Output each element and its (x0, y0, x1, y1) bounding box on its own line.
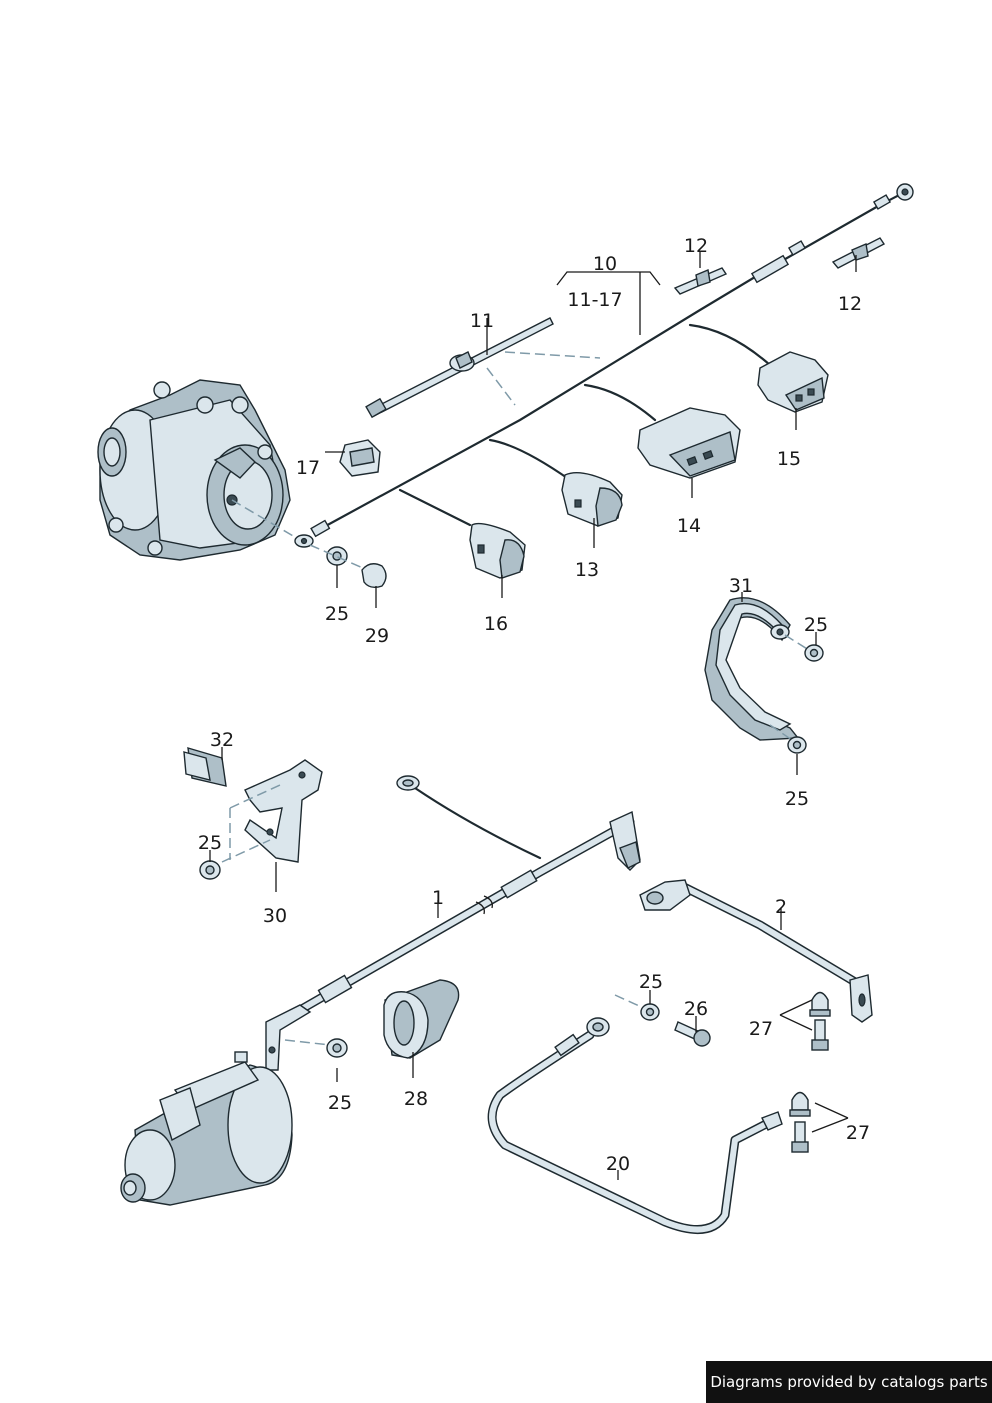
housing-32 (183, 747, 227, 787)
wiring-harness-10 (294, 183, 914, 548)
callout-31: 31 (729, 575, 753, 597)
callout-labels: 10 11-17 11 12 12 13 14 15 16 17 25 29 3… (198, 235, 870, 1175)
nut-25-c (787, 736, 807, 754)
callout-10-range: 11-17 (567, 289, 622, 311)
bracket-30 (244, 759, 323, 863)
starter-motor (120, 1051, 293, 1206)
boot-28 (383, 979, 460, 1059)
clip-12-right (831, 237, 886, 269)
nut-25-b (804, 644, 824, 662)
callout-27-upper: 27 (749, 1018, 773, 1040)
callout-15: 15 (777, 448, 801, 470)
callout-25-battery: 25 (639, 971, 663, 993)
nut-25-a (326, 546, 348, 566)
ground-strap-20 (487, 1017, 783, 1235)
cable-tie-11 (365, 317, 554, 419)
callout-30: 30 (263, 905, 287, 927)
clip-12-left (673, 267, 728, 295)
callout-28: 28 (404, 1088, 428, 1110)
connector-13 (561, 472, 623, 527)
callout-25-bracket-bottom: 25 (785, 788, 809, 810)
callout-20: 20 (606, 1153, 630, 1175)
holder-17 (339, 439, 381, 477)
cap-nut-29 (361, 563, 387, 589)
callout-12-left: 12 (684, 235, 708, 257)
callout-26: 26 (684, 998, 708, 1020)
bolt-26 (674, 1021, 711, 1047)
callout-32: 32 (210, 729, 234, 751)
bolt-27-a (809, 991, 831, 1051)
connector-16 (469, 522, 526, 579)
callout-13: 13 (575, 559, 599, 581)
nut-25-f (640, 1003, 660, 1021)
callout-25-bracket-30: 25 (198, 832, 222, 854)
callout-12-right: 12 (838, 293, 862, 315)
footer-credit: Diagrams provided by catalogs parts (706, 1361, 992, 1403)
callout-10: 10 (593, 253, 617, 275)
callout-25-starter: 25 (328, 1092, 352, 1114)
callout-25-alternator: 25 (325, 603, 349, 625)
connector-15 (757, 351, 829, 413)
callout-11: 11 (470, 310, 494, 332)
bracket-31 (704, 597, 800, 741)
callout-17: 17 (296, 457, 320, 479)
callout-1: 1 (432, 887, 444, 909)
nut-25-d (199, 860, 221, 880)
callout-25-bracket-top: 25 (804, 614, 828, 636)
wiring-harness-1 (265, 775, 641, 1071)
callout-27-lower: 27 (846, 1122, 870, 1144)
nut-25-e (326, 1038, 348, 1058)
alternator (97, 379, 291, 561)
connector-14 (637, 407, 741, 479)
battery-cable-2 (639, 879, 873, 1023)
leader-lines (209, 252, 857, 1180)
callout-2: 2 (775, 896, 787, 918)
callout-14: 14 (677, 515, 701, 537)
callout-29: 29 (365, 625, 389, 647)
callout-16: 16 (484, 613, 508, 635)
bolt-27-b (789, 1091, 811, 1153)
